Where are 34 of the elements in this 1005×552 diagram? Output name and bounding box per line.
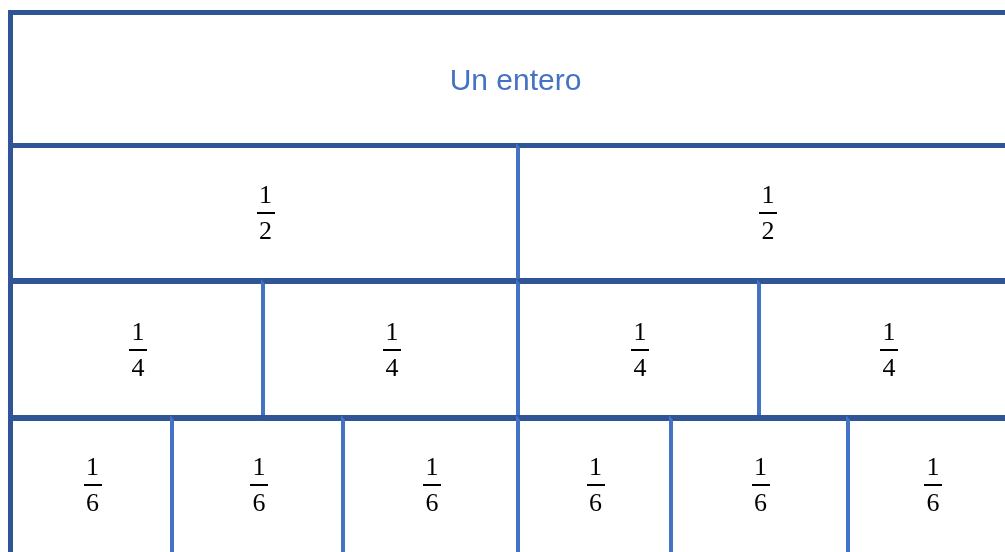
- numerator: 1: [385, 319, 399, 345]
- denominator: 6: [926, 490, 940, 516]
- fraction-strip-piece: [516, 279, 760, 421]
- numerator: 1: [131, 319, 145, 345]
- denominator: 6: [425, 490, 439, 516]
- denominator: 4: [882, 355, 896, 381]
- numerator: 1: [633, 319, 647, 345]
- fraction-strip-piece: [757, 279, 1005, 421]
- numerator: 1: [252, 454, 266, 480]
- fraction-strip-piece: [170, 415, 344, 552]
- numerator: 1: [259, 182, 272, 208]
- fraction-strip-piece: [516, 415, 671, 552]
- denominator: 2: [761, 218, 775, 244]
- strip-label: Un entero: [449, 61, 582, 98]
- fraction-strip-piece: [846, 415, 1005, 552]
- denominator: 4: [633, 355, 647, 381]
- numerator: 1: [589, 454, 602, 480]
- fraction-strip-piece: [8, 415, 172, 552]
- denominator: 6: [754, 490, 767, 516]
- denominator: 2: [259, 218, 272, 244]
- denominator: 4: [131, 355, 145, 381]
- numerator: 1: [754, 454, 767, 480]
- fraction-strip-piece: [261, 279, 519, 421]
- denominator: 6: [589, 490, 602, 516]
- denominator: 6: [86, 490, 99, 516]
- denominator: 4: [385, 355, 399, 381]
- numerator: 1: [926, 454, 940, 480]
- numerator: 1: [761, 182, 775, 208]
- numerator: 1: [86, 454, 99, 480]
- denominator: 6: [252, 490, 266, 516]
- numerator: 1: [425, 454, 439, 480]
- fraction-strip-piece: [669, 415, 848, 552]
- fraction-strip-piece: [341, 415, 519, 552]
- numerator: 1: [882, 319, 896, 345]
